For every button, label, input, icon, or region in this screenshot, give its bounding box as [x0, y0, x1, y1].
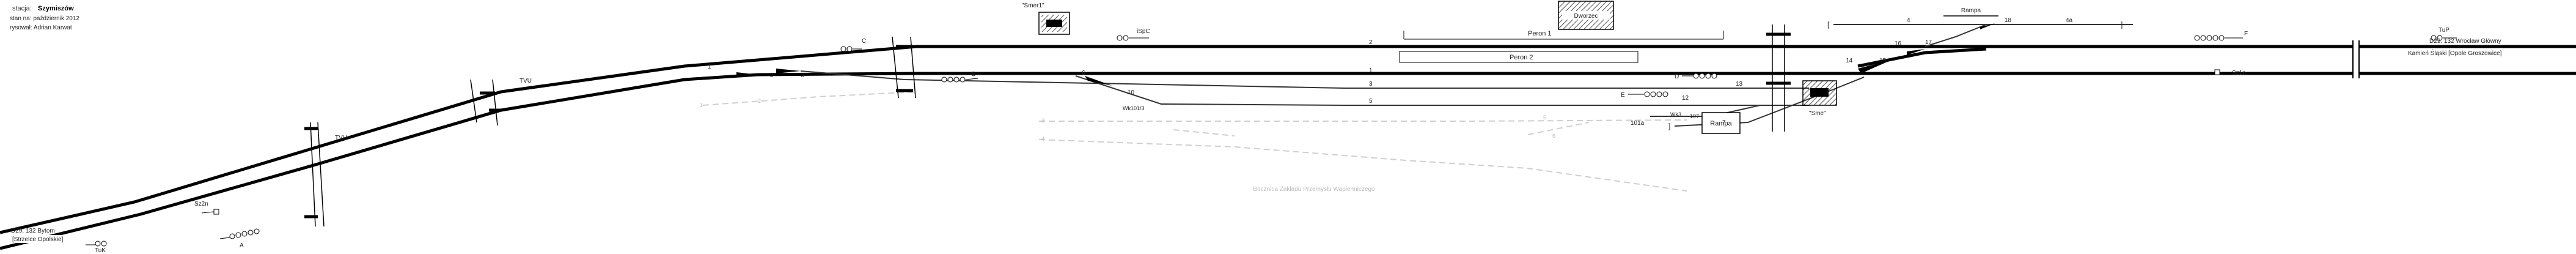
signal-a: A	[240, 242, 244, 249]
signal-e-head	[1628, 91, 1668, 97]
signals: Sz2n A TVU TVU C B	[194, 27, 2457, 249]
ghost-label-2: 2	[758, 98, 761, 104]
ghost-label-5: 5	[1543, 114, 1546, 121]
building-sme: "Sme"	[1802, 80, 1837, 117]
ghost-track-lower	[1038, 139, 1687, 192]
switch-3: 3	[801, 72, 804, 79]
signal-ispc-head	[1117, 35, 1149, 41]
switch-2: 2	[770, 72, 774, 79]
signal-c: C	[862, 38, 866, 45]
signal-b: B	[972, 71, 976, 78]
track-label-107: 107	[1690, 113, 1699, 119]
platform-2: Peron 2	[1399, 51, 1638, 63]
track-label-7: 7	[1722, 119, 1726, 126]
track-label-5: 5	[1369, 98, 1373, 105]
track-label-3: 3	[1369, 81, 1373, 88]
header-station-name: Szymiszów	[38, 5, 74, 12]
signal-e: E	[1621, 92, 1625, 99]
platform-1: Peron 1	[1403, 30, 1724, 40]
track-label-4: 4	[1907, 17, 1910, 24]
station-track-4a-link	[1925, 24, 1987, 47]
west-signal: TuK	[95, 247, 106, 254]
rampa-upper-label: Rampa	[1961, 7, 1981, 14]
smer1-label: "Smer1"	[1022, 2, 1044, 9]
track-label-2: 2	[1369, 39, 1373, 46]
track-label-1: 1	[1369, 67, 1373, 74]
track-labels: 2 1 3 5 4 4a 7 101a 107	[1369, 17, 2073, 127]
platform-2-label: Peron 2	[1510, 54, 1533, 61]
ghost-label-4: 4	[1041, 136, 1044, 142]
ghost-track-mid	[1039, 119, 1687, 122]
ghost-tracks: 1 2 3 4 5 6 Bocznica Zakładu Przemysłu W…	[700, 91, 1687, 193]
signal-sz1n: Sz1n	[2232, 70, 2246, 77]
signal-a-head	[219, 228, 260, 239]
buffer-stop-7: ]	[1668, 122, 1670, 130]
line-break-east	[2353, 37, 2359, 80]
ghost-track-spur-2	[1527, 122, 1590, 135]
west-end: D29: 132 Bytom [Strzelce Opolskie] TuK	[10, 228, 107, 254]
header-station-prefix: stacja:	[12, 5, 32, 12]
switch-10: 10	[1128, 89, 1135, 96]
west-line: D29: 132 Bytom	[11, 228, 55, 234]
building-smer1: "Smer1"	[1022, 2, 1070, 35]
signal-c-head	[840, 46, 862, 52]
ghost-label-6: 6	[1552, 133, 1555, 139]
header-block: stacja: Szymiszów stan na: październik 2…	[10, 5, 79, 31]
switch-14: 14	[1846, 58, 1853, 64]
ghost-label-1: 1	[700, 102, 703, 108]
switch-17: 17	[1925, 39, 1932, 46]
switch-wk101: Wk101/3	[1123, 105, 1145, 111]
east-crossover	[1857, 47, 1987, 68]
ghost-track-west	[702, 91, 917, 106]
station-track-3	[800, 70, 1809, 89]
industrial-siding-label: Bocznica Zakładu Przemysłu Wapienniczego	[1253, 186, 1375, 193]
header-author: rysował: Adrian Karwat	[10, 24, 72, 31]
switch-wk3: Wk3	[1670, 111, 1681, 118]
switch-6: 6	[1082, 70, 1085, 77]
signal-f: F	[2244, 31, 2248, 37]
signal-d-head	[1682, 73, 1717, 79]
signal-tvu-1: TVU	[335, 135, 347, 141]
signal-tup: TuP	[2438, 27, 2449, 34]
building-dworzec: Dworzec	[1558, 1, 1614, 30]
building-rampa-lower: Rampa	[1701, 112, 1741, 134]
dworzec-label: Dworzec	[1574, 13, 1598, 20]
signal-sz1n-box	[2214, 69, 2220, 75]
switch-16: 16	[1895, 40, 1902, 47]
platform-1-label: Peron 1	[1528, 30, 1552, 37]
ghost-track-spur	[1173, 129, 1235, 136]
track-label-101a: 101a	[1631, 120, 1645, 127]
switch-markers: 1 2 3 6 10 Wk101/3 12 13 Wk3 14 15 16 17…	[708, 17, 2012, 118]
buffer-stop-4-east: ]	[2121, 20, 2123, 29]
signal-d: D	[1675, 73, 1679, 80]
east-line: D29: 132 Wrocław Główny	[2429, 38, 2501, 45]
switch-13: 13	[1736, 81, 1743, 88]
main-track-2	[0, 45, 1809, 234]
switch-15: 15	[1879, 58, 1887, 64]
east-direction: Kamień Śląski [Opole Groszowice]	[2408, 49, 2502, 57]
signal-ispc: iSpC	[1137, 28, 1150, 35]
header-state: stan na: październik 2012	[10, 15, 79, 22]
rampa-lower-label: Rampa	[1710, 120, 1732, 127]
line-break-west	[145, 225, 162, 242]
buffer-stop-4-west: [	[1827, 20, 1830, 29]
sme-label: "Sme"	[1809, 110, 1826, 117]
signal-f-head	[2194, 35, 2243, 41]
west-direction: [Strzelce Opolskie]	[12, 236, 64, 243]
ghost-label-3: 3	[1041, 118, 1044, 124]
main-track-1	[0, 72, 2576, 250]
track-label-4a: 4a	[2066, 17, 2073, 24]
signal-b-head	[941, 77, 978, 83]
signal-tvu-2: TVU	[519, 78, 532, 84]
station-track-5	[1075, 75, 1809, 106]
signal-tup-head	[2431, 35, 2457, 41]
building-rampa-upper: Rampa	[1943, 7, 1998, 17]
east-end: D29: 132 Wrocław Główny Kamień Śląski [O…	[2408, 38, 2502, 57]
crossing-markers	[304, 24, 1791, 227]
switch-12: 12	[1682, 95, 1689, 102]
switch-18: 18	[2005, 17, 2012, 24]
switch-1: 1	[708, 64, 711, 70]
signal-sz2n: Sz2n	[194, 201, 208, 207]
